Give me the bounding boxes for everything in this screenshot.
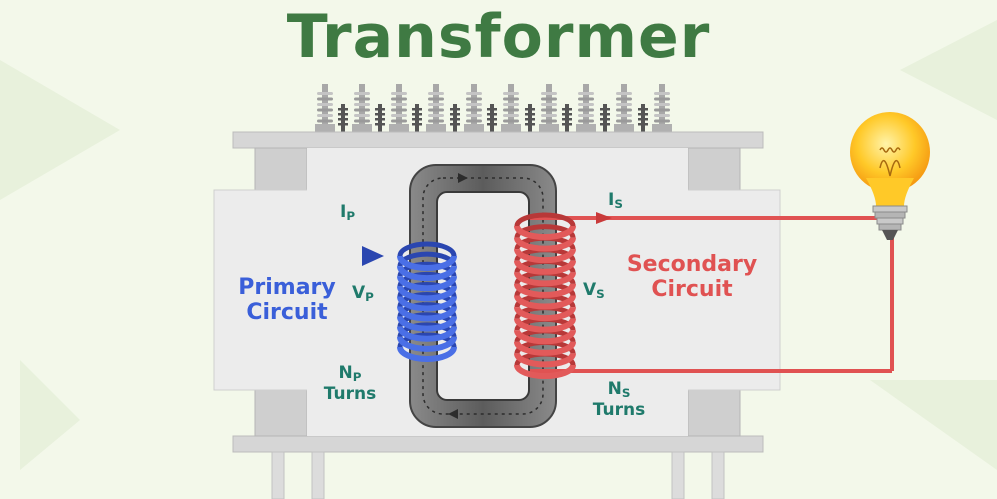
- bushing-row: [315, 84, 672, 132]
- secondary-coil: [514, 212, 576, 379]
- bushing-icon: [614, 84, 634, 132]
- ip-label: IP: [340, 204, 355, 223]
- np-turns-label: NP Turns: [315, 363, 385, 404]
- bushing-icon: [487, 104, 497, 132]
- flux-arrow-icon: [458, 173, 468, 183]
- ip-label-sub: P: [346, 208, 356, 223]
- secondary-circuit-label: Secondary Circuit: [616, 252, 768, 302]
- primary-circuit-line1: Primary: [238, 275, 336, 300]
- light-bulb-icon: [850, 112, 930, 240]
- bushing-icon: [539, 84, 559, 132]
- primary-circuit-line2: Circuit: [246, 299, 328, 325]
- np-label-main: N: [338, 363, 353, 383]
- bushing-icon: [389, 84, 409, 132]
- bushing-icon: [315, 84, 335, 132]
- is-label-main: I: [608, 190, 615, 210]
- vp-label: VP: [352, 285, 374, 304]
- vs-label-main: V: [583, 280, 597, 300]
- bushing-icon: [464, 84, 484, 132]
- np-turns-text: Turns: [323, 383, 377, 404]
- vp-label-sub: P: [365, 289, 374, 304]
- bushing-icon: [412, 104, 422, 132]
- primary-coil: [397, 241, 457, 362]
- ns-label-sub: S: [621, 385, 631, 400]
- bushing-icon: [576, 84, 596, 132]
- ns-turns-text: Turns: [592, 399, 646, 420]
- bushing-icon: [638, 104, 648, 132]
- secondary-circuit-line2: Circuit: [651, 276, 733, 302]
- bushing-icon: [426, 84, 446, 132]
- flux-arrow-icon: [448, 409, 458, 419]
- secondary-circuit-line1: Secondary: [626, 252, 758, 277]
- bushing-icon: [600, 104, 610, 132]
- bushing-icon: [562, 104, 572, 132]
- bushing-icon: [450, 104, 460, 132]
- flow-arrow-icon: [596, 212, 612, 224]
- primary-circuit-label: Primary Circuit: [228, 275, 346, 325]
- vs-label-sub: S: [596, 286, 605, 301]
- bushing-icon: [501, 84, 521, 132]
- ns-label-main: N: [607, 379, 622, 399]
- bushing-icon: [352, 84, 372, 132]
- vs-label: VS: [583, 282, 605, 301]
- vp-label-main: V: [352, 283, 366, 303]
- secondary-wires: [530, 212, 894, 373]
- is-label-sub: S: [614, 196, 623, 211]
- page-title: Transformer: [286, 2, 711, 72]
- bushing-icon: [375, 104, 385, 132]
- ns-turns-label: NS Turns: [584, 379, 654, 420]
- is-label: IS: [608, 192, 623, 211]
- bushing-icon: [525, 104, 535, 132]
- np-label-sub: P: [352, 369, 362, 384]
- ip-label-main: I: [340, 202, 347, 222]
- bushing-icon: [338, 104, 348, 132]
- primary-wires: [42, 246, 436, 351]
- background-decoration: [0, 20, 997, 470]
- bushing-icon: [652, 84, 672, 132]
- flow-arrow-icon: [362, 246, 384, 266]
